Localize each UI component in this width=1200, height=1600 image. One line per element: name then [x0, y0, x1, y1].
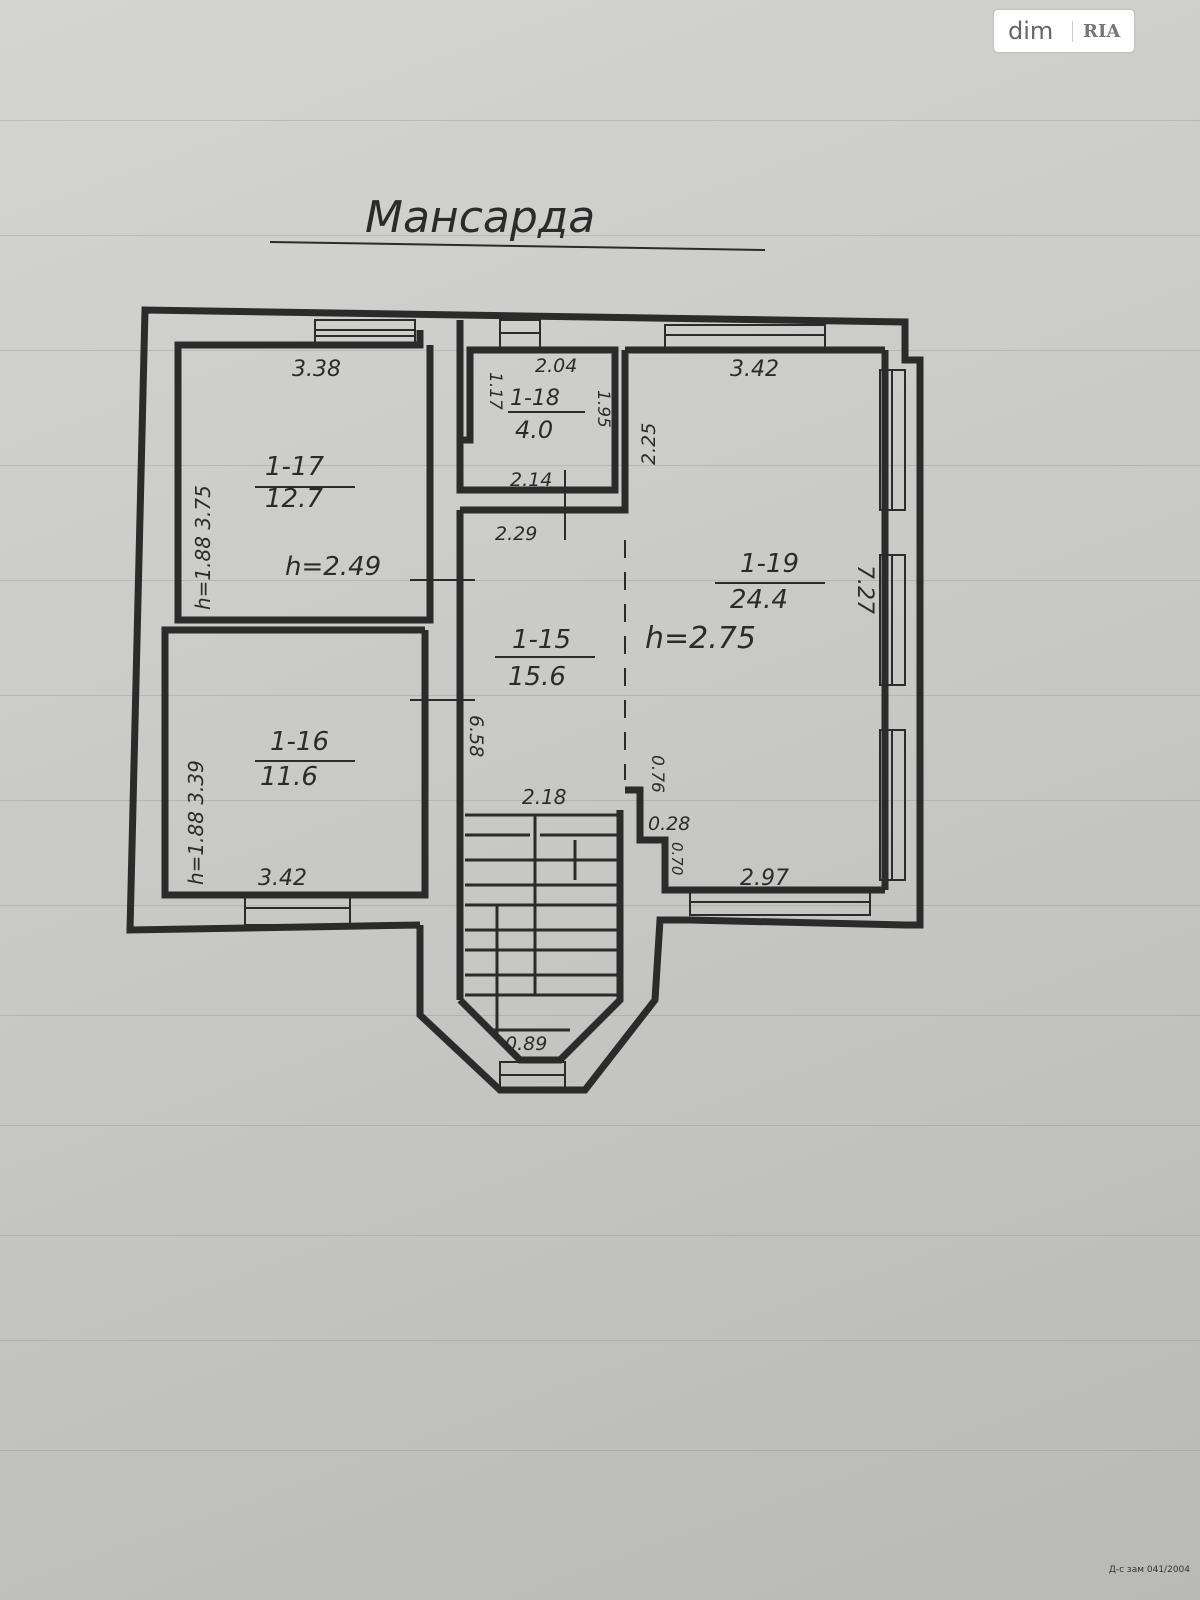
room-1-17-id: 1-17	[265, 452, 324, 482]
windows	[244, 319, 906, 1091]
dim-1-95: 1.95	[593, 390, 613, 428]
height-1-16: h=1.88 3.39	[184, 760, 208, 885]
dim-3-38: 3.38	[292, 357, 341, 382]
dim-2-25: 2.25	[638, 423, 660, 465]
dim-0-70: 0.70	[668, 842, 686, 875]
height-2-49: h=2.49	[285, 552, 381, 582]
height-1-17: h=1.88 3.75	[191, 485, 215, 610]
watermark-logo: dim RIA	[994, 10, 1134, 52]
dim-2-18: 2.18	[522, 785, 567, 809]
dim-2-14: 2.14	[510, 469, 552, 491]
dim-3-42-bottom: 3.42	[258, 866, 307, 891]
room-1-15-area: 15.6	[508, 662, 566, 692]
room-1-16-id: 1-16	[270, 727, 329, 757]
fraction-lines	[255, 411, 825, 762]
room-1-16-area: 11.6	[260, 762, 318, 792]
staircase	[465, 813, 620, 1040]
room-1-18-id: 1-18	[510, 386, 560, 411]
dim-2-29: 2.29	[495, 523, 537, 545]
room-1-19-id: 1-19	[740, 549, 799, 579]
plan-title: Мансарда	[365, 192, 595, 243]
room-1-15-id: 1-15	[512, 625, 571, 655]
dim-7-27: 7.27	[852, 565, 877, 614]
dim-2-97: 2.97	[740, 866, 789, 891]
title-underline	[269, 241, 766, 251]
room-1-18-area: 4.0	[515, 416, 553, 444]
dim-3-42-top: 3.42	[730, 357, 779, 382]
dim-2-04: 2.04	[535, 355, 577, 377]
room-1-17-area: 12.7	[265, 484, 323, 514]
document-footer: Д-с зам 041/2004	[1108, 1565, 1190, 1575]
dim-1-17: 1.17	[485, 372, 505, 410]
dim-0-76: 0.76	[647, 755, 667, 793]
height-2-75: h=2.75	[645, 621, 756, 656]
dim-0-89: 0.89	[505, 1033, 547, 1055]
logo-dim: dim	[1008, 17, 1054, 45]
dim-0-28: 0.28	[648, 813, 690, 835]
dim-6-58: 6.58	[465, 715, 487, 757]
room-1-19-area: 24.4	[730, 585, 788, 615]
logo-ria: RIA	[1072, 20, 1120, 42]
